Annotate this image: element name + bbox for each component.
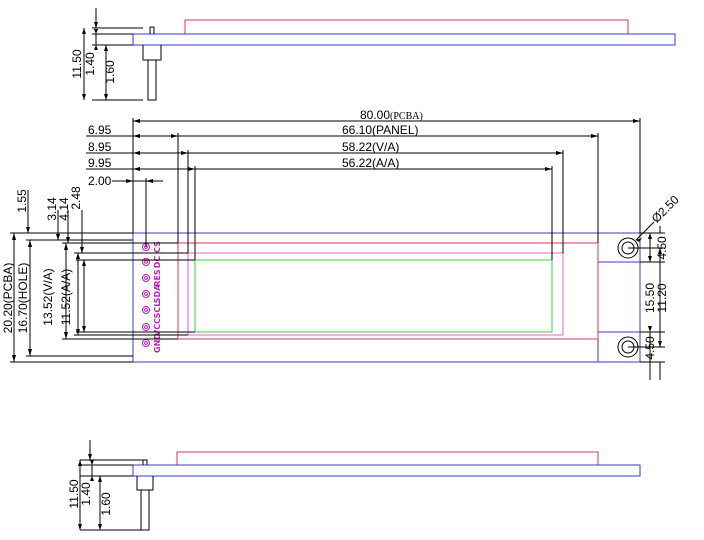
bottom-pin-header: [136, 459, 154, 531]
dim-2-48: 2.48: [69, 186, 83, 210]
front-pcb-outline: [132, 232, 641, 363]
dim-15-50: 15.50: [643, 283, 657, 313]
dim-hole-height: 16.70(HOLE): [16, 263, 30, 334]
dim-3-14: 3.14: [45, 197, 59, 221]
top-pin-header: [142, 26, 162, 101]
dim-aa-width: 56.22(A/A): [342, 156, 399, 170]
front-horizontal-dims: [86, 118, 641, 260]
dim-11-20: 11.20: [655, 283, 669, 312]
pin-label: DC: [153, 256, 162, 269]
dim-offset-pin: 2.00: [88, 174, 112, 188]
dim-4-50-top: 4.50: [655, 236, 669, 260]
dim-panel-width: 66.10(PANEL): [342, 123, 418, 137]
pin-label: VCC: [153, 318, 162, 336]
top-pcb-outline: [132, 33, 676, 46]
top-side-view: 11.50 1.40 1.60: [70, 8, 676, 101]
bottom-pcb-outline: [132, 464, 641, 477]
pin-label: GND: [153, 333, 162, 353]
top-dim-1-40: 1.40: [83, 52, 97, 76]
top-panel-outline: [184, 19, 629, 35]
pin-label: SDA: [153, 284, 162, 303]
dim-aa-height: 11.52(A/A): [59, 269, 73, 325]
pin-label: SCL: [153, 302, 162, 319]
dim-va-height: 13.52(V/A): [41, 268, 55, 325]
bottom-dim-1-60: 1.60: [99, 492, 113, 516]
pin-label: CS: [153, 241, 162, 253]
front-vertical-dims: [10, 190, 195, 363]
pin-labels: GND VCC SCL SDA RES DC CS: [153, 241, 162, 353]
bottom-dim-1-40: 1.40: [79, 482, 93, 506]
dim-offset-aa: 9.95: [88, 156, 112, 170]
dim-4-14: 4.14: [57, 197, 71, 221]
bottom-side-view: 11.50 1.40 1.60: [67, 440, 641, 531]
bottom-panel-outline: [176, 451, 599, 466]
pin-holes: [142, 243, 150, 347]
dim-offset-panel: 6.95: [88, 123, 112, 137]
bottom-dim-11-50: 11.50: [67, 479, 81, 508]
top-dim-1-60: 1.60: [103, 60, 117, 84]
front-active-area: [194, 259, 553, 333]
front-viewing-area: [187, 252, 564, 336]
dim-offset-va: 8.95: [88, 140, 112, 154]
dim-pcba-height: 20.20(PCBA): [1, 263, 15, 334]
dim-hole-diameter: Ø2.50: [649, 192, 682, 225]
top-dim-11-50: 11.50: [70, 49, 84, 78]
front-view: GND VCC SCL SDA RES DC CS 80.00(PCBA) 66…: [1, 108, 682, 380]
dim-va-width: 58.22(V/A): [342, 140, 399, 154]
dim-pcba-width: 80.00(PCBA): [360, 108, 423, 122]
front-right-dims: [628, 221, 665, 380]
dim-4-50-bottom: 4.50: [643, 336, 657, 360]
pin-label: RES: [153, 269, 162, 287]
front-panel-outline: [177, 242, 599, 340]
dim-1-55: 1.55: [15, 189, 29, 213]
